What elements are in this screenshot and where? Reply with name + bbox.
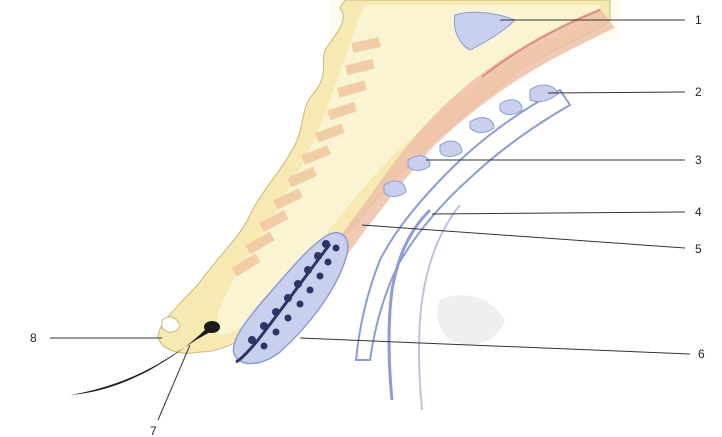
label-8: 8 [30,331,37,345]
label-2: 2 [695,85,702,99]
label-5: 5 [695,242,702,256]
lash-follicle [204,321,220,333]
label-1: 1 [695,13,702,27]
label-4: 4 [695,205,702,219]
label-6: 6 [698,347,705,361]
label-3: 3 [695,153,702,167]
label-7: 7 [150,424,157,437]
